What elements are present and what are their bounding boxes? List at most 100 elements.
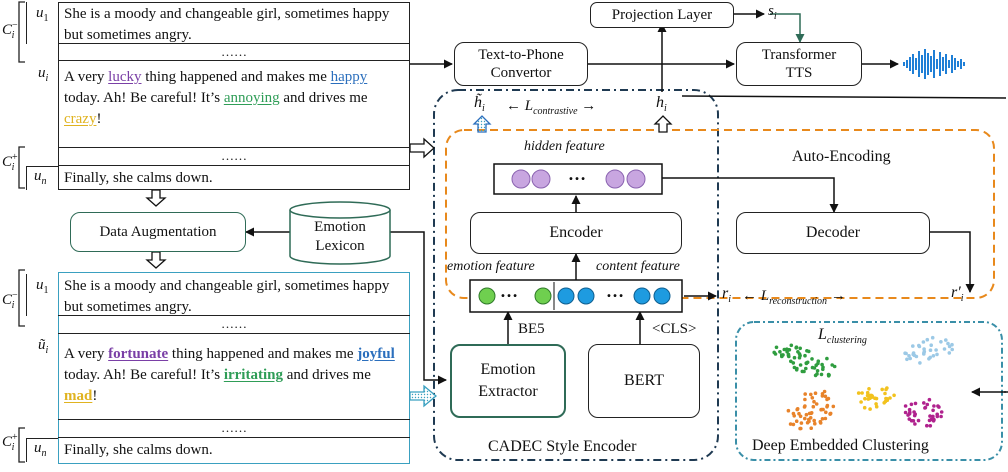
cluster-point	[807, 419, 811, 424]
encoder-node: Encoder	[470, 212, 682, 254]
emotion-lexicon-cylinder	[289, 201, 391, 265]
cluster-point	[808, 416, 813, 420]
cluster-point	[918, 361, 922, 365]
cluster-point	[928, 414, 932, 418]
cluster-point	[939, 414, 943, 419]
label-aug-un: un	[34, 440, 47, 459]
conversation-panel	[58, 2, 410, 190]
cluster-point	[913, 422, 917, 426]
cluster-point	[880, 387, 884, 392]
cluster-point	[791, 361, 796, 365]
cluster-point	[811, 404, 816, 409]
cluster-point	[798, 363, 803, 367]
label-cls: <CLS>	[652, 321, 697, 337]
cluster-point	[939, 340, 943, 344]
augmented-panel	[58, 272, 410, 464]
cluster-point	[791, 422, 796, 427]
cluster-point	[820, 394, 825, 398]
cluster-point	[922, 347, 926, 351]
hidden-feature-dots: …	[568, 164, 586, 184]
cluster-point	[786, 353, 791, 358]
utterance-u1: She is a moody and changeable girl, some…	[58, 2, 410, 44]
word-crazy: crazy	[64, 111, 97, 127]
emotion-lexicon-label: Emotion Lexicon	[314, 219, 366, 254]
hollow-arrow-bottom	[409, 384, 438, 408]
cluster-point	[947, 351, 952, 355]
label-l-contrastive: ← Lcontrastive →	[506, 98, 597, 117]
cluster-point	[928, 348, 933, 353]
content-feature-dots: …	[606, 281, 624, 301]
cluster-point	[909, 402, 914, 407]
line-hi-right	[681, 95, 1007, 99]
word-lucky: lucky	[108, 69, 142, 85]
cluster-point	[914, 354, 919, 359]
up-arrow-tilde-h	[472, 115, 492, 133]
up-arrow-h	[653, 115, 673, 133]
cluster-point	[814, 363, 818, 368]
cluster-point	[884, 387, 888, 392]
cluster-point	[815, 369, 820, 373]
utterance-ui: A very lucky thing happened and makes me…	[58, 61, 410, 148]
cluster-point	[932, 417, 936, 422]
cluster-point	[939, 410, 944, 414]
cluster-point	[862, 405, 867, 410]
cluster-point	[822, 389, 827, 394]
cluster-point	[813, 421, 817, 426]
cluster-point	[786, 408, 791, 413]
cluster-point	[816, 359, 821, 364]
label-auto-encoding: Auto-Encoding	[792, 148, 891, 165]
cluster-point	[810, 365, 815, 370]
cluster-point	[931, 354, 936, 358]
label-h-tilde: h̃i	[474, 94, 485, 115]
waveform-icon	[903, 49, 965, 79]
word-happy: happy	[330, 69, 368, 85]
cluster-point	[906, 413, 910, 417]
cluster-point	[818, 419, 823, 424]
aug-utterance-un: Finally, she calms down.	[64, 442, 213, 458]
decoder-node: Decoder	[736, 212, 930, 254]
cluster-point	[868, 396, 872, 401]
cluster-point	[950, 347, 954, 352]
cluster-point	[907, 354, 911, 358]
word-joyful: joyful	[357, 346, 395, 362]
cluster-point	[917, 344, 922, 349]
label-be5: BE5	[518, 321, 545, 337]
cluster-point	[874, 396, 879, 401]
cluster-point	[819, 407, 823, 412]
word-fortunate: fortunate	[108, 346, 169, 362]
cluster-point	[799, 426, 803, 431]
cluster-point	[781, 353, 785, 357]
cluster-point	[785, 347, 789, 352]
cluster-point	[788, 422, 793, 426]
cluster-point	[868, 393, 872, 398]
cluster-point	[883, 391, 887, 396]
cluster-point	[921, 340, 926, 344]
cluster-point	[789, 343, 794, 348]
cluster-point	[916, 418, 921, 423]
dec-region	[735, 321, 1003, 461]
cluster-point	[830, 363, 834, 367]
label-si: si	[768, 3, 777, 22]
cluster-point	[942, 347, 947, 351]
aug-utterance-u1: She is a moody and changeable girl, some…	[58, 274, 410, 316]
cluster-point	[826, 374, 831, 378]
label-dec: Deep Embedded Clustering	[752, 437, 929, 454]
cluster-point	[907, 417, 912, 421]
cluster-point	[865, 390, 870, 395]
cluster-point	[908, 356, 912, 361]
data-augmentation-node: Data Augmentation	[70, 212, 246, 252]
cluster-point	[831, 404, 836, 409]
cluster-point	[820, 417, 825, 421]
cluster-point	[823, 394, 828, 399]
cluster-point	[803, 397, 807, 402]
cluster-point	[809, 392, 813, 397]
ellipsis-row: ……	[58, 44, 410, 61]
cluster-point	[903, 351, 907, 356]
cluster-point	[925, 423, 929, 428]
cluster-point	[937, 405, 941, 409]
cluster-point	[856, 391, 861, 395]
word-mad: mad	[64, 388, 93, 404]
